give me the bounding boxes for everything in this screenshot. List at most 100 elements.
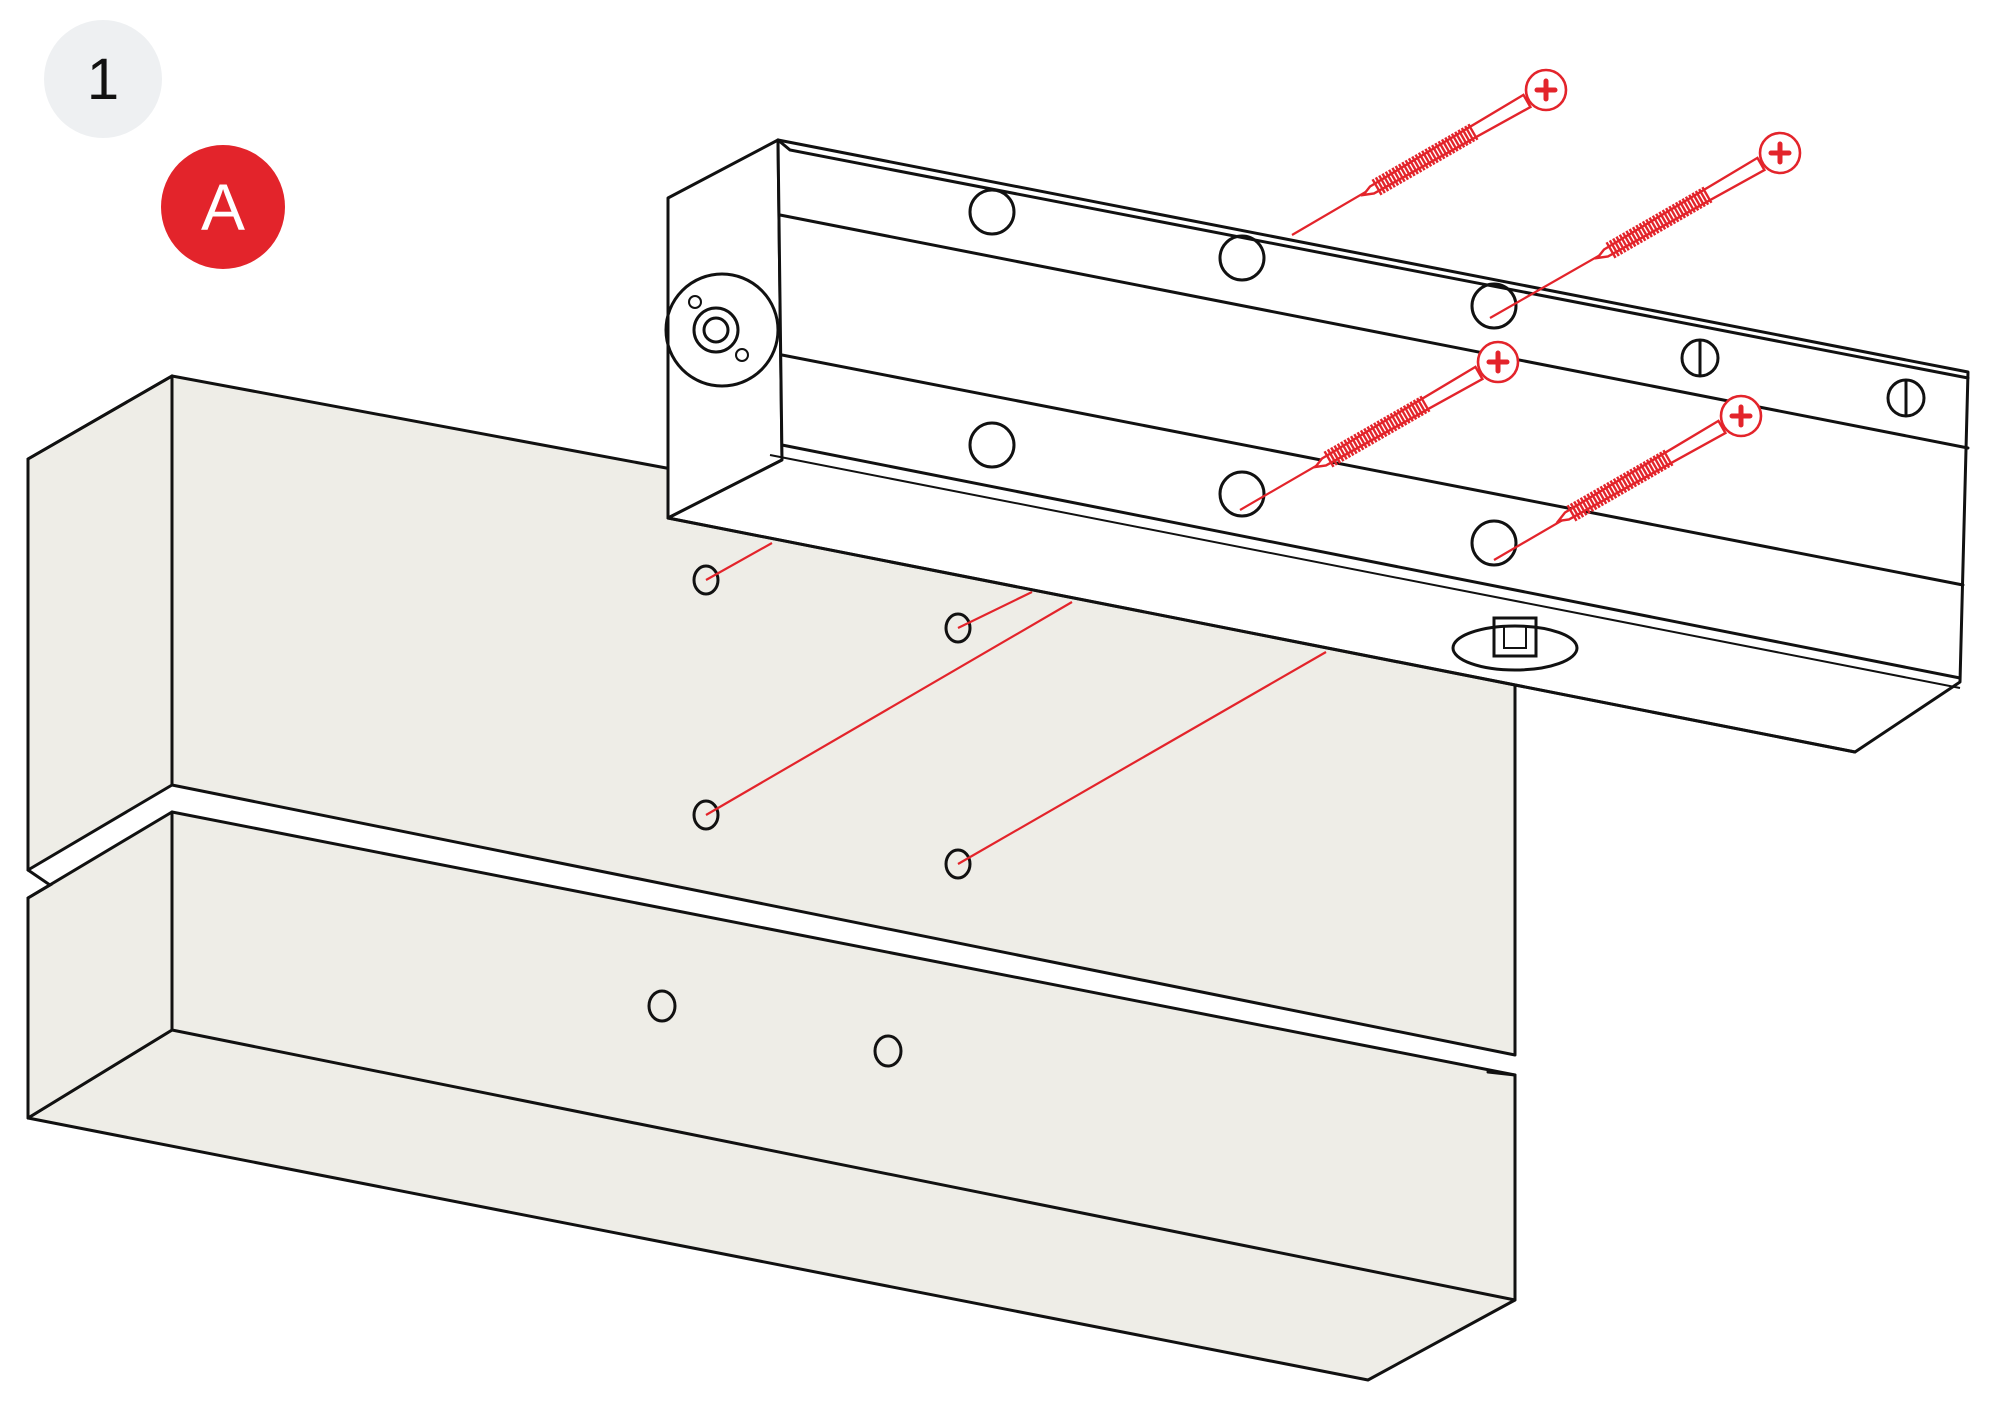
screw-thread	[1431, 144, 1443, 162]
screw-thread	[1417, 152, 1429, 169]
screw-thread	[1635, 224, 1647, 242]
screw-icon	[1360, 68, 1568, 197]
screw-thread	[1586, 493, 1598, 511]
screw-thread	[1662, 449, 1674, 467]
closer-facet-line	[780, 353, 1965, 587]
screw-thread	[1447, 134, 1459, 152]
screw-thread	[1631, 226, 1644, 244]
screw-thread	[1373, 422, 1385, 440]
screw-thread	[1641, 220, 1653, 238]
screw-thread	[1608, 239, 1620, 257]
screw-thread	[1612, 237, 1624, 255]
screw-thread	[1343, 439, 1355, 457]
screw-thread	[1659, 451, 1671, 469]
screw-thread	[1622, 472, 1634, 490]
screw-thread	[1388, 169, 1400, 187]
screw-thread	[1619, 474, 1631, 492]
screw-thread	[1460, 127, 1472, 145]
frame-hole	[944, 612, 972, 644]
screw-thread	[1381, 172, 1393, 190]
screw-thread	[1629, 468, 1641, 486]
screw-thread	[1384, 171, 1396, 188]
screw-thread	[1397, 163, 1410, 181]
screw-thread	[1635, 464, 1647, 482]
screw-thread	[1606, 481, 1618, 499]
frame-top-edge	[26, 374, 174, 461]
door-holes	[647, 989, 903, 1068]
closer-end-cap	[666, 138, 784, 520]
screw-thread	[1353, 433, 1365, 451]
closer-bottom-line	[666, 516, 1857, 754]
door-closer	[664, 138, 1970, 754]
screw-thread	[1392, 410, 1404, 428]
screw-thread	[1652, 455, 1664, 473]
frame-hole	[692, 564, 720, 596]
screw-thread	[1333, 444, 1345, 462]
screw-thread	[1684, 196, 1696, 213]
screw-thread	[1605, 241, 1617, 259]
closer-facet-line	[769, 454, 1961, 689]
screws	[1312, 68, 1802, 523]
screw-thread	[1379, 418, 1391, 436]
screw-thread	[1655, 453, 1667, 471]
screw-thread	[1336, 443, 1348, 460]
screw-thread	[1589, 491, 1601, 509]
screw-thread	[1566, 504, 1578, 522]
screw-thread	[1616, 476, 1628, 494]
screw-thread	[1649, 457, 1661, 475]
screw-thread	[1444, 136, 1456, 154]
screw-icon	[1312, 340, 1520, 469]
screw-thread	[1401, 161, 1413, 179]
closer-facet-line	[780, 443, 1962, 680]
screw-thread	[1694, 190, 1706, 208]
screw-thread	[1632, 466, 1644, 484]
screw-thread	[1346, 437, 1358, 455]
screw-thread	[1427, 146, 1439, 164]
screw-thread	[1681, 197, 1693, 215]
screw-thread	[1612, 478, 1624, 495]
screw-thread	[1599, 485, 1611, 503]
pinion-shaft	[1492, 616, 1538, 658]
screw-shank	[1360, 93, 1533, 197]
screw-thread	[1434, 142, 1446, 160]
screw-thread	[1440, 138, 1452, 156]
closer-screw-holes	[968, 188, 1926, 567]
screw-thread	[1323, 450, 1335, 468]
door-hole	[873, 1034, 903, 1068]
door-gap-edge	[26, 868, 53, 900]
screw-thread	[1625, 230, 1637, 248]
adjust-valve	[1680, 338, 1720, 378]
frame-hole	[692, 799, 720, 831]
screw-thread	[1615, 235, 1627, 253]
phillips-cross-icon	[1768, 141, 1792, 165]
screw-thread	[1419, 395, 1431, 413]
screw-thread	[1576, 498, 1588, 516]
screw-thread	[1340, 441, 1352, 459]
screw-thread	[1378, 174, 1390, 192]
screw-thread	[1404, 159, 1416, 177]
screw-thread	[1642, 460, 1654, 478]
screw-thread	[1399, 406, 1411, 424]
frame-mounting-holes	[692, 564, 972, 880]
screw-thread	[1464, 125, 1476, 143]
screw-thread	[1359, 429, 1371, 447]
door-hole	[647, 989, 677, 1023]
screw-thread	[1573, 500, 1585, 518]
phillips-cross-icon	[1486, 350, 1510, 374]
screw-shank	[1594, 156, 1767, 260]
door-inner-edge	[170, 1028, 1517, 1302]
screw-thread	[1671, 203, 1683, 221]
adjust-valve	[1886, 378, 1926, 418]
screw-thread	[1349, 435, 1362, 453]
screw-thread	[1622, 232, 1634, 250]
step-number-badge: 1	[44, 20, 162, 138]
valve-pin	[688, 295, 702, 309]
phillips-cross-icon	[1729, 404, 1753, 428]
closer-hole	[1218, 470, 1266, 518]
screw-thread	[1326, 448, 1338, 466]
screw-thread	[1645, 218, 1657, 236]
screw-thread	[1678, 199, 1690, 217]
variant-badge: A	[161, 145, 285, 269]
